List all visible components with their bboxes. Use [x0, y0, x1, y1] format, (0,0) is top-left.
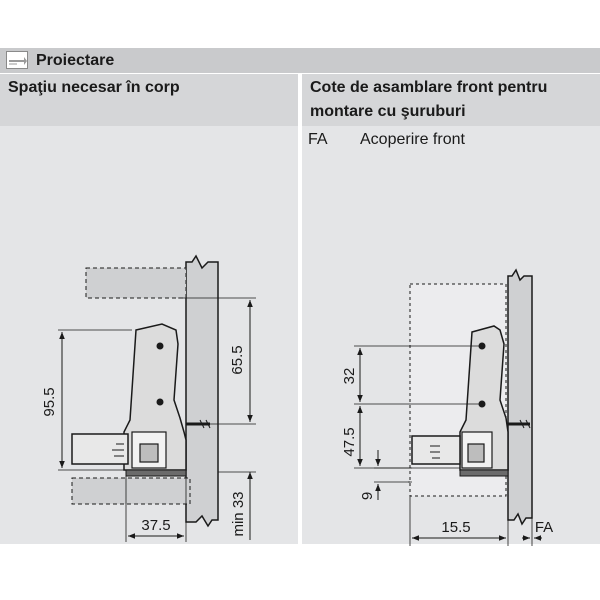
right-dim-32: 32 [341, 368, 358, 385]
right-column-heading: Cote de asamblare front pentru montare c… [302, 74, 600, 126]
arrow-icon [9, 57, 27, 65]
left-bottom-board-dashed [71, 477, 191, 505]
left-dim-95-5: 95.5 [41, 387, 58, 416]
left-dim-min-33: min 33 [230, 491, 247, 536]
right-heading-line1: Cote de asamblare front pentru [310, 79, 548, 96]
left-top-shelf-dashed [85, 267, 187, 299]
section-icon [6, 51, 28, 69]
right-dim-15-5: 15.5 [441, 519, 470, 536]
right-dimension-lines [354, 345, 542, 546]
legend-row: FA Acoperire front [308, 130, 465, 150]
legend-code: FA [308, 131, 328, 148]
left-dim-65-5: 65.5 [229, 345, 246, 374]
left-dim-37-5: 37.5 [141, 517, 170, 534]
legend-description: Acoperire front [360, 131, 465, 148]
right-cabinet-side-panel [507, 268, 533, 526]
left-heading-text: Spaţiu necesar în corp [8, 79, 180, 96]
section-title: Proiectare [36, 52, 115, 69]
right-drawer-profile [411, 325, 531, 477]
right-dim-fa: FA [535, 519, 553, 536]
left-dimension-lines [58, 297, 256, 542]
left-column-heading: Spaţiu necesar în corp [0, 74, 298, 126]
right-heading-line2: montare cu şuruburi [310, 103, 466, 120]
left-drawer-profile [71, 323, 211, 477]
right-dim-47-5: 47.5 [341, 427, 358, 456]
left-cabinet-side-panel [185, 254, 219, 528]
right-dim-9: 9 [359, 492, 376, 500]
section-header-bar: Proiectare [0, 48, 600, 73]
